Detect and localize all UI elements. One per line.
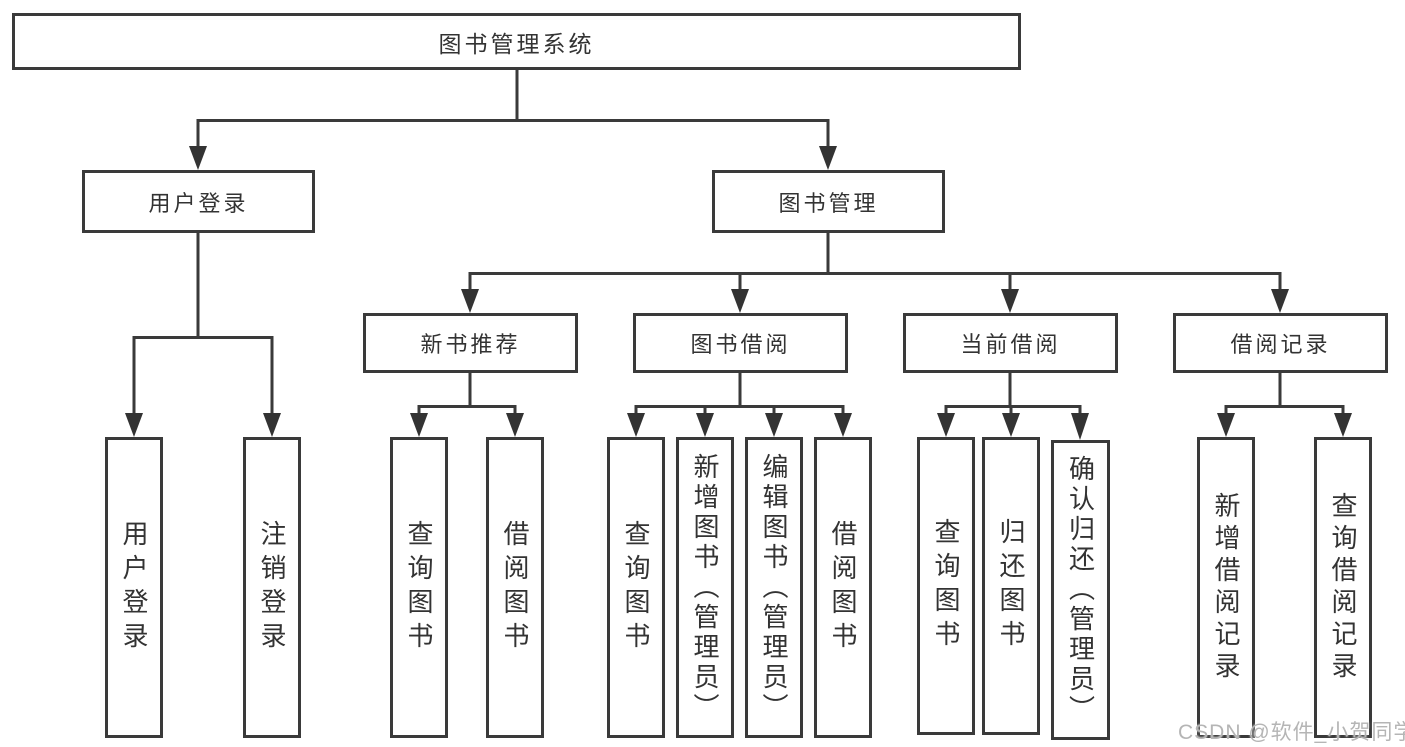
leaf-borrow-books: 借阅图书 bbox=[814, 437, 872, 738]
arrow-head bbox=[627, 413, 645, 437]
node-label: 用户登录 bbox=[148, 190, 249, 216]
leaf-add-borrow-record: 新增借阅记录 bbox=[1197, 437, 1255, 738]
arrow-head bbox=[937, 413, 955, 437]
connector-new-books-to-leaves bbox=[410, 372, 524, 437]
leaf-query-books: 查询图书 bbox=[917, 437, 975, 735]
arrow-head bbox=[1271, 289, 1289, 313]
node-user-login: 用户登录 bbox=[82, 170, 315, 233]
node-root: 图书管理系统 bbox=[12, 13, 1021, 70]
arrow-head bbox=[189, 146, 207, 170]
node-label: 图书管理 bbox=[778, 190, 879, 216]
node-book-management: 图书管理 bbox=[712, 170, 945, 233]
arrow-head bbox=[1001, 289, 1019, 313]
watermark: CSDN @软件_小贺同学 bbox=[1178, 721, 1405, 744]
leaf-user-login: 用户登录 bbox=[105, 437, 163, 738]
connector-book-management-to-level3 bbox=[461, 231, 1289, 313]
node-label: 借阅图书 bbox=[828, 519, 858, 656]
node-new-book-recommend: 新书推荐 bbox=[363, 313, 578, 373]
leaf-borrow-books: 借阅图书 bbox=[486, 437, 544, 738]
node-label: 查询图书 bbox=[621, 519, 651, 656]
node-borrow-records: 借阅记录 bbox=[1173, 313, 1388, 373]
arrow-head bbox=[263, 413, 281, 437]
arrow-head bbox=[1071, 413, 1089, 440]
node-book-borrow: 图书借阅 bbox=[633, 313, 848, 373]
arrow-head bbox=[125, 413, 143, 437]
node-label: 借阅图书 bbox=[500, 519, 530, 656]
connector-user-login-to-leaves bbox=[125, 231, 281, 437]
arrow-head bbox=[1217, 413, 1235, 437]
arrow-head bbox=[506, 413, 524, 437]
node-label: 图书管理系统 bbox=[438, 30, 595, 57]
arrow-head bbox=[1002, 413, 1020, 437]
node-label: 注销登录 bbox=[257, 519, 287, 656]
leaf-confirm-return-admin: 确认归还（管理员） bbox=[1051, 440, 1110, 740]
leaf-query-books: 查询图书 bbox=[607, 437, 665, 738]
node-label: 查询借阅记录 bbox=[1328, 491, 1358, 684]
node-label: 归还图书 bbox=[996, 518, 1026, 654]
arrow-head bbox=[1334, 413, 1352, 437]
leaf-return-books: 归还图书 bbox=[982, 437, 1040, 735]
node-label: 用户登录 bbox=[119, 519, 149, 656]
arrow-head bbox=[731, 289, 749, 313]
leaf-add-books-admin: 新增图书（管理员） bbox=[676, 437, 734, 738]
connector-current-borrow-to-leaves bbox=[937, 372, 1089, 440]
arrow-head bbox=[696, 413, 714, 437]
arrow-head bbox=[461, 289, 479, 313]
node-label: 确认归还（管理员） bbox=[1065, 455, 1096, 725]
connector-root-to-level2 bbox=[189, 68, 837, 170]
node-label: 新书推荐 bbox=[420, 332, 521, 357]
leaf-query-borrow-record: 查询借阅记录 bbox=[1314, 437, 1372, 738]
node-label: 编辑图书（管理员） bbox=[759, 452, 789, 723]
arrow-head bbox=[765, 413, 783, 437]
node-label: 当前借阅 bbox=[960, 332, 1061, 357]
leaf-logout-login: 注销登录 bbox=[243, 437, 301, 738]
node-label: 图书借阅 bbox=[690, 332, 791, 357]
arrow-head bbox=[819, 146, 837, 170]
node-current-borrow: 当前借阅 bbox=[903, 313, 1118, 373]
leaf-query-books: 查询图书 bbox=[390, 437, 448, 738]
node-label: 新增图书（管理员） bbox=[690, 452, 720, 723]
connector-borrow-records-to-leaves bbox=[1217, 372, 1352, 437]
leaf-edit-books-admin: 编辑图书（管理员） bbox=[745, 437, 803, 738]
node-label: 查询图书 bbox=[931, 518, 961, 654]
node-label: 新增借阅记录 bbox=[1211, 491, 1241, 684]
node-label: 借阅记录 bbox=[1230, 332, 1331, 357]
arrow-head bbox=[410, 413, 428, 437]
node-label: 查询图书 bbox=[404, 519, 434, 656]
connector-book-borrow-to-leaves bbox=[627, 372, 852, 437]
arrow-head bbox=[834, 413, 852, 437]
